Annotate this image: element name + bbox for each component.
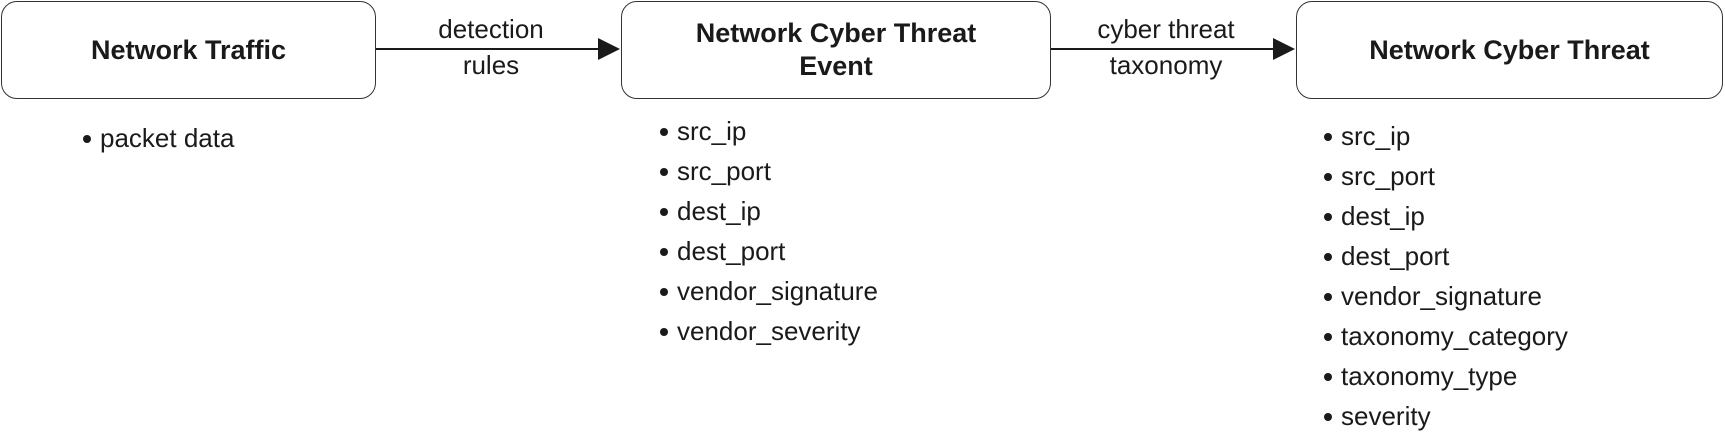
attribute-item: severity — [1323, 396, 1568, 436]
attribute-item: vendor_signature — [659, 271, 878, 311]
edge-label-detection-rules: detection rules — [438, 14, 544, 80]
attribute-item: dest_ip — [1323, 196, 1568, 236]
attribute-item: vendor_severity — [659, 311, 878, 351]
attribute-item: taxonomy_type — [1323, 356, 1568, 396]
attribute-item: vendor_signature — [1323, 276, 1568, 316]
node-network-cyber-threat-event: Network Cyber Threat Event — [621, 1, 1051, 99]
attribute-list-network-traffic: packet data — [82, 118, 234, 158]
node-title: Network Cyber Threat — [1369, 34, 1650, 65]
attribute-item: packet data — [82, 118, 234, 158]
attribute-item: dest_port — [659, 231, 878, 271]
attribute-item: src_port — [659, 151, 878, 191]
attribute-list-network-cyber-threat: src_ip src_port dest_ip dest_port vendor… — [1323, 116, 1568, 436]
attribute-item: taxonomy_category — [1323, 316, 1568, 356]
attribute-item: dest_ip — [659, 191, 878, 231]
attribute-item: src_ip — [1323, 116, 1568, 156]
edge-label-cyber-threat-taxonomy: cyber threat taxonomy — [1097, 14, 1235, 80]
attribute-item: dest_port — [1323, 236, 1568, 276]
attribute-list-network-cyber-threat-event: src_ip src_port dest_ip dest_port vendor… — [659, 111, 878, 351]
attribute-item: src_port — [1323, 156, 1568, 196]
node-network-traffic: Network Traffic — [1, 1, 376, 99]
node-network-cyber-threat: Network Cyber Threat — [1296, 1, 1723, 99]
attribute-item: src_ip — [659, 111, 878, 151]
node-title: Network Cyber Threat Event — [695, 18, 977, 81]
node-title: Network Traffic — [90, 34, 287, 65]
